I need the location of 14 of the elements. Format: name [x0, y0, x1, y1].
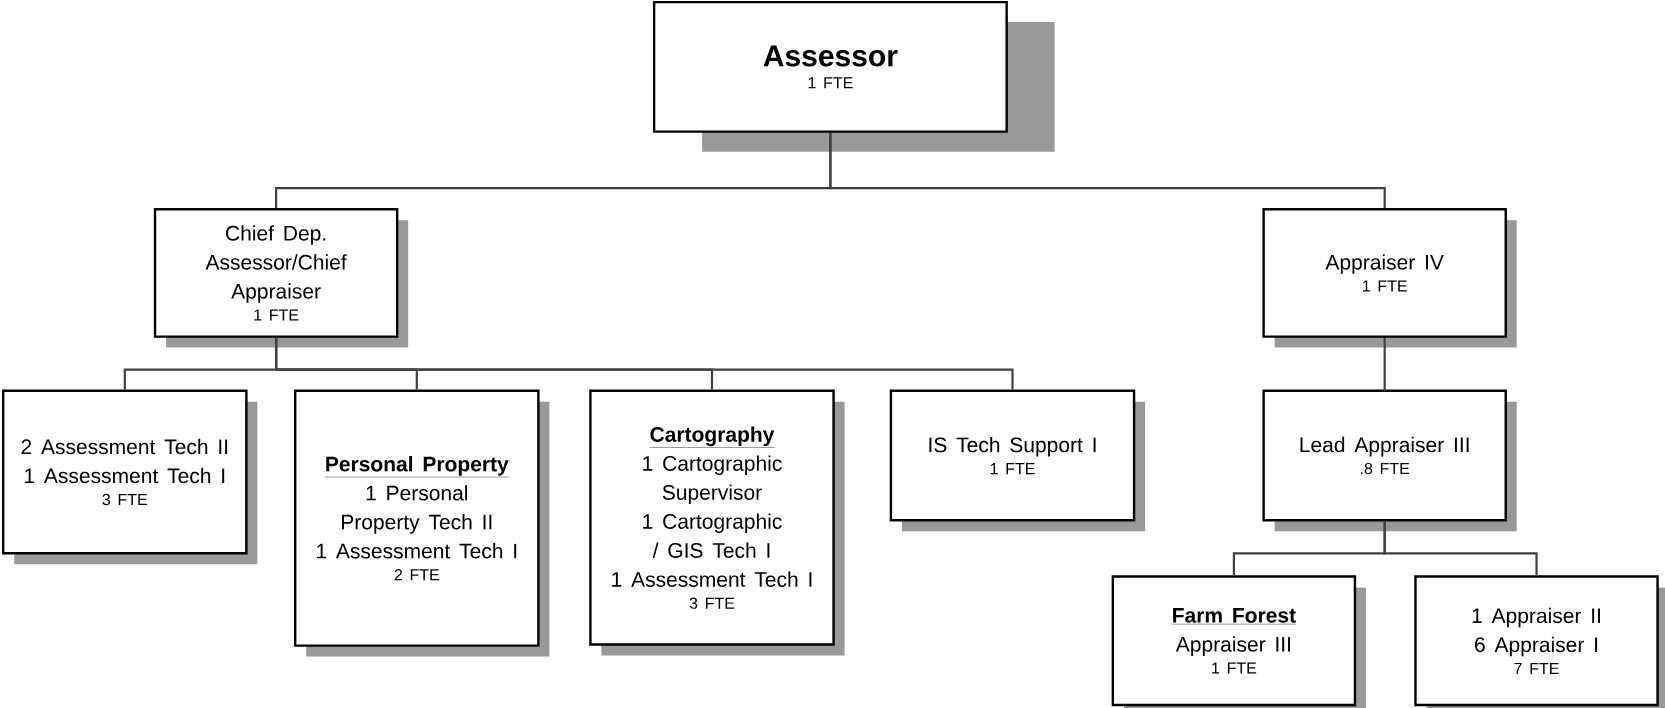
connector-line — [275, 337, 1014, 390]
org-box: 1 Appraiser II 6 Appraiser I 7 FTE — [1414, 575, 1665, 708]
org-box: Chief Dep. Assessor/Chief Appraiser 1 FTE — [153, 208, 409, 348]
org-box: Cartography 1 Cartographic Supervisor 1 Cartographic / GIS Tech I 1 Assessment Tech I 3 FTE — [589, 389, 845, 656]
org-box: Farm Forest Appraiser III 1 FTE — [1111, 575, 1366, 708]
org-box: IS Tech Support I 1 FTE — [889, 389, 1146, 532]
org-box: 2 Assessment Tech II 1 Assessment Tech I 3 FTE — [2, 389, 258, 565]
org-box: Personal Property 1 Personal Property Tech II 1 Assessment Tech I 2 FTE — [294, 389, 550, 657]
org-box: Assessor 1 FTE — [652, 0, 1055, 152]
org-box: Lead Appraiser III .8 FTE — [1262, 389, 1517, 532]
connector-line — [829, 132, 1386, 208]
org-box: Appraiser IV 1 FTE — [1262, 208, 1517, 348]
connector-line — [1383, 337, 1386, 392]
connector-line — [1383, 521, 1538, 576]
